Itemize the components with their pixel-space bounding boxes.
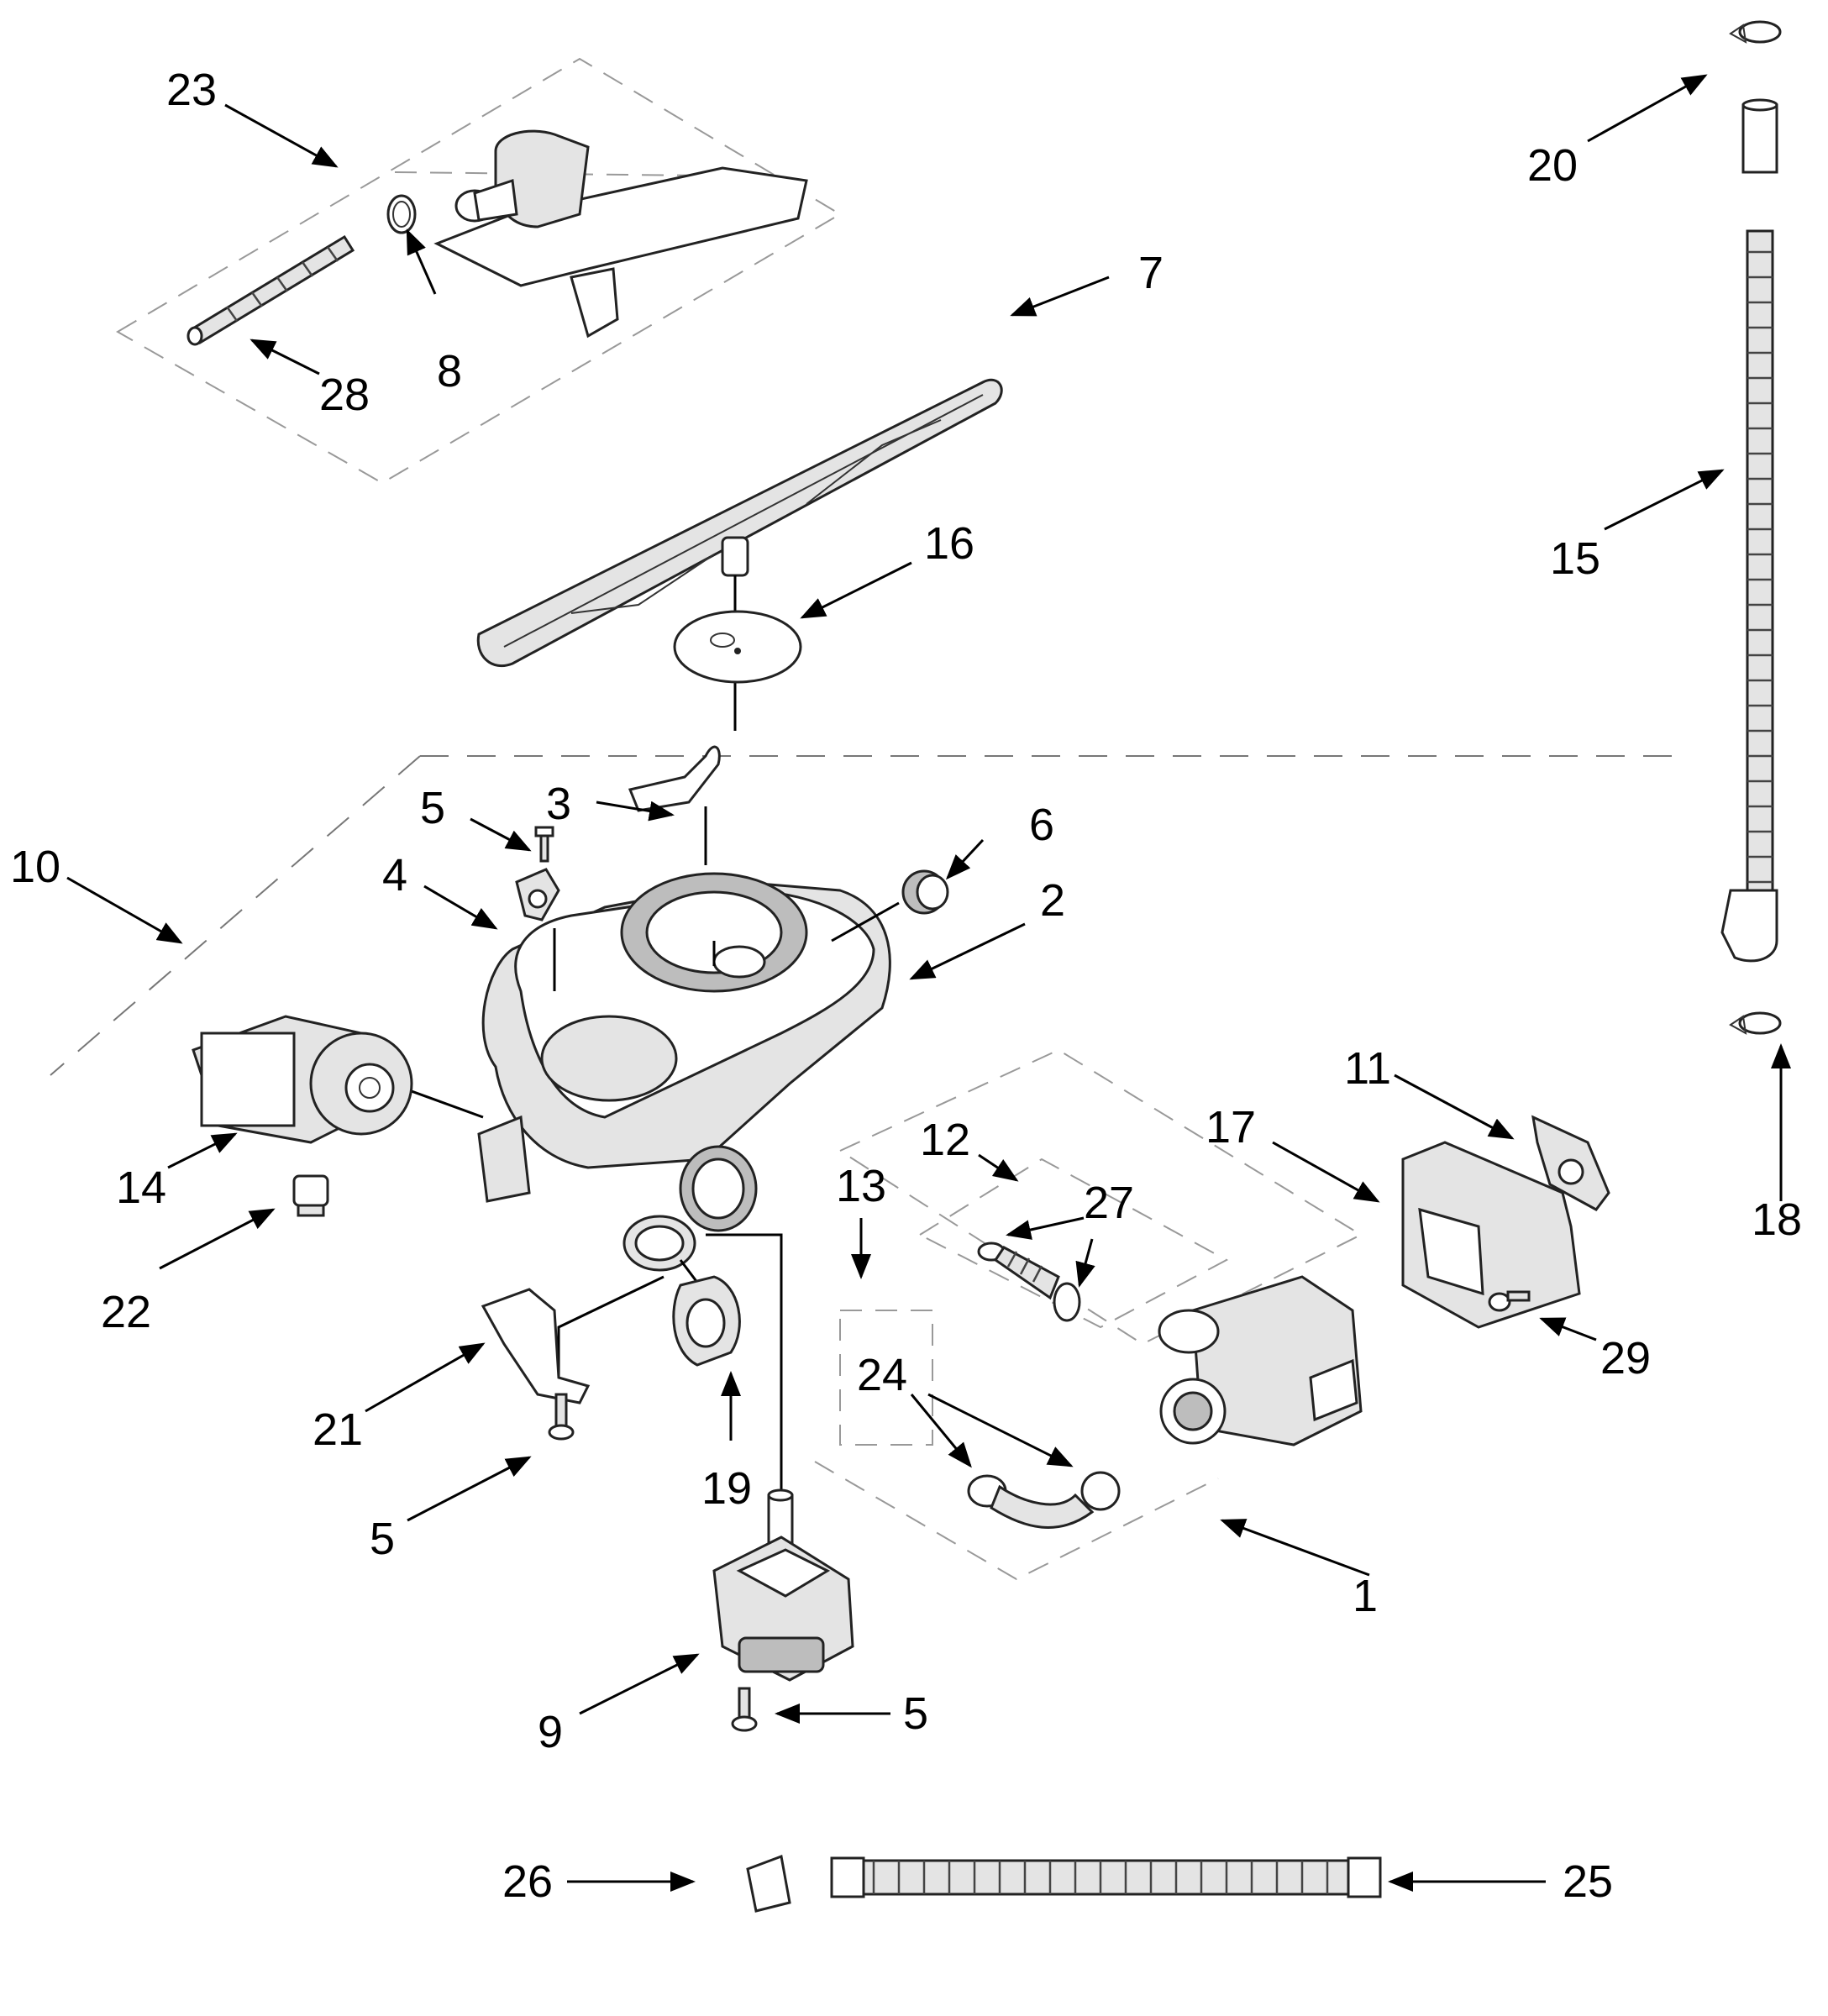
bracket-3	[628, 745, 721, 812]
mounting-plate-11	[1531, 1115, 1610, 1211]
callout-21: 21	[313, 1404, 363, 1455]
callout-29: 29	[1600, 1333, 1651, 1383]
inlet-valve-assembly	[433, 129, 808, 339]
callout-19: 19	[701, 1463, 752, 1514]
bracket-21	[481, 1288, 591, 1404]
callout-25: 25	[1563, 1856, 1613, 1907]
callout-18: 18	[1752, 1194, 1802, 1245]
callout-labels: 23 20 7 8 28 15 16 3 5 6 10 4 2 11 17 12…	[10, 65, 1802, 1907]
sump-assembly	[477, 872, 891, 1272]
callout-1: 1	[1353, 1571, 1378, 1621]
circulation-pump-motor	[712, 1488, 854, 1682]
callout-24: 24	[857, 1350, 907, 1400]
callout-20: 20	[1527, 140, 1578, 191]
callout-2: 2	[1040, 875, 1065, 926]
check-valve-disc	[673, 610, 802, 684]
inlet-hose	[186, 234, 355, 346]
callout-22: 22	[101, 1287, 151, 1337]
callout-11: 11	[1344, 1043, 1391, 1094]
callout-28: 28	[319, 370, 370, 420]
callout-12: 12	[920, 1115, 970, 1165]
thermostat	[292, 1174, 329, 1217]
sensor-19	[672, 1275, 741, 1367]
callout-3: 3	[546, 779, 571, 829]
callout-23: 23	[166, 65, 217, 115]
callout-7: 7	[1138, 248, 1164, 298]
callout-17: 17	[1206, 1102, 1256, 1152]
screw-5-mid	[548, 1393, 575, 1441]
callout-6: 6	[1029, 800, 1054, 850]
hose-elbow-24	[967, 1471, 1121, 1529]
callout-26: 26	[502, 1856, 553, 1907]
drain-hose-assembly	[1720, 20, 1782, 1035]
sensor-4	[515, 868, 560, 921]
hose-connector-12	[977, 1242, 1081, 1322]
callout-9: 9	[538, 1707, 563, 1757]
callout-8: 8	[437, 346, 462, 396]
callout-5-bottom: 5	[903, 1688, 928, 1739]
callout-5-mid: 5	[370, 1514, 395, 1564]
drain-pump	[192, 1015, 413, 1144]
screw-5-top	[534, 826, 554, 863]
callout-15: 15	[1550, 533, 1600, 584]
callout-4: 4	[382, 850, 407, 900]
drain-hose-bottom	[746, 1854, 1382, 1913]
hose-clamp-8	[386, 194, 417, 234]
heater-bracket	[1401, 1141, 1581, 1329]
circulation-pump	[1158, 1275, 1363, 1446]
callout-16: 16	[924, 518, 974, 569]
grommet-6	[901, 869, 949, 915]
callout-10: 10	[10, 842, 60, 892]
callout-5-top: 5	[420, 783, 445, 833]
callout-arrows	[66, 74, 1791, 1892]
callout-13: 13	[836, 1161, 886, 1211]
screw-5-bottom	[731, 1687, 758, 1732]
callout-27: 27	[1084, 1178, 1134, 1228]
callout-14: 14	[116, 1163, 166, 1213]
lower-spray-arm	[476, 378, 1003, 731]
screw-29	[1488, 1290, 1531, 1312]
